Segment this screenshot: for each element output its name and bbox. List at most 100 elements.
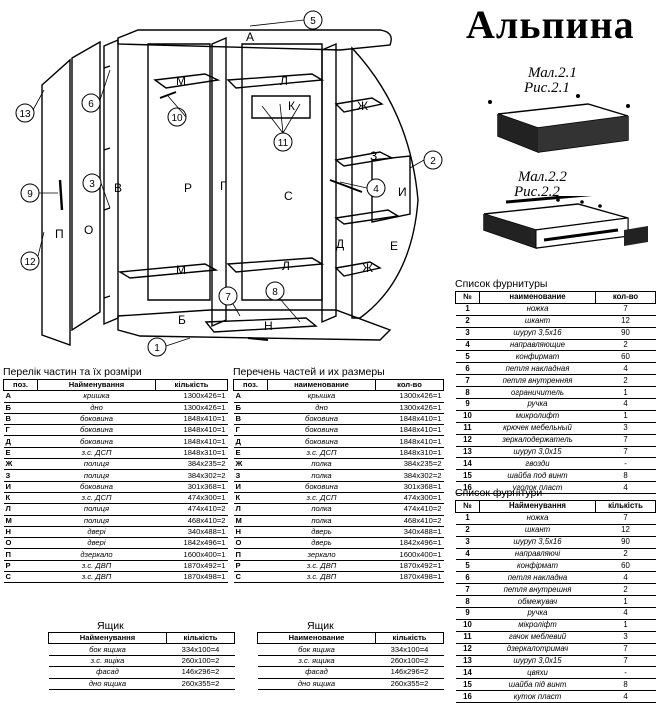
hardware-ua-row-cell: 14 <box>455 666 480 680</box>
drawer-ru-row-cell: фасад <box>257 666 376 679</box>
parts-ru-row-cell: з.с. ДВП <box>267 571 376 584</box>
part-letter-l-2: Л <box>282 259 290 273</box>
parts-ua-row-cell: Ж <box>3 458 38 471</box>
hardware-ua-row-cell: 5 <box>455 559 480 573</box>
callout-5: 5 <box>310 16 316 27</box>
parts-ua-row-cell: М <box>3 515 38 527</box>
hardware-ru-row-cell: направляющие <box>479 339 596 352</box>
part-letter-z: З <box>370 149 377 163</box>
hardware-ua-row-cell: ручка <box>479 607 596 620</box>
part-letter-a: А <box>246 30 254 44</box>
parts-ru-row-cell: з.с. ДСП <box>267 492 376 505</box>
hardware-ua-title: Список фурнітури <box>455 487 543 499</box>
drawer-ru-row-cell: 260х355=2 <box>375 678 444 690</box>
parts-ru-row-cell: полка <box>267 503 376 516</box>
parts-ua-row-cell: полиця <box>37 503 156 516</box>
hardware-ru-row-cell: 2 <box>455 315 480 328</box>
parts-ua-row-cell: П <box>3 548 38 561</box>
hardware-ua-row-cell: направляючі <box>479 548 596 561</box>
parts-ru-row-cell: боковина <box>267 481 376 493</box>
hardware-ua-row-cell: 4 <box>595 571 656 585</box>
hardware-ru-row-cell: зеркалодержатель <box>479 434 596 447</box>
callout-4: 4 <box>373 184 379 195</box>
parts-ru-row-cell: К <box>233 492 268 505</box>
hardware-ua-row-cell: конфірмат <box>479 559 596 573</box>
part-letter-m: М <box>176 74 186 88</box>
parts-ua-row-cell: А <box>3 390 38 403</box>
parts-ua-row-cell: 1600х400=1 <box>155 548 228 561</box>
hardware-ua-row-cell: 2 <box>595 548 656 561</box>
parts-ua-row-cell: боковина <box>37 424 156 437</box>
parts-ua-row-cell: З <box>3 469 38 482</box>
hardware-ru-row-cell: 1 <box>595 410 656 423</box>
callout-2: 2 <box>430 156 436 167</box>
hardware-ru-row-cell: ножка <box>479 303 596 316</box>
hardware-ru-row-cell: шкант <box>479 315 596 328</box>
hardware-ua-row-cell: 4 <box>455 548 480 561</box>
hardware-ru-row-cell: 13 <box>455 446 480 459</box>
parts-ua-row-cell: Е <box>3 447 38 460</box>
hardware-ua-row-cell: 12 <box>595 524 656 537</box>
hardware-ru-row-cell: 12 <box>455 434 480 447</box>
parts-ru-row-cell: зеркало <box>267 548 376 561</box>
drawer-diagram-2 <box>483 196 648 249</box>
parts-ru-row-cell: 474х410=2 <box>375 503 444 516</box>
hardware-ua-row-cell: 16 <box>455 690 480 703</box>
hardware-ru-row-cell: 6 <box>455 362 480 376</box>
drawer-ua-title: Ящик <box>97 620 124 632</box>
parts-ru-row-cell: дно <box>267 402 376 414</box>
parts-ua-row-cell: Л <box>3 503 38 516</box>
hardware-ru-row-cell: 14 <box>455 457 480 471</box>
hardware-ru-row-cell: 11 <box>455 422 480 435</box>
hardware-ru-row-cell: 2 <box>595 374 656 388</box>
part-letter-b: Б <box>178 313 186 327</box>
hardware-ua-row-cell: 4 <box>595 607 656 620</box>
drawer-ua-row-cell: фасад <box>48 666 167 679</box>
callout-3: 3 <box>89 179 95 190</box>
parts-ua-row-cell: з.с. ДВП <box>37 560 156 573</box>
parts-ru-row-cell: З <box>233 469 268 482</box>
parts-ru-row-cell: боковина <box>267 424 376 437</box>
drawer-ru-row-cell: 260х100=2 <box>375 655 444 668</box>
part-letter-m-2: М <box>176 263 186 277</box>
hardware-ru-row-cell: 12 <box>595 315 656 328</box>
parts-ru-row-cell: 384х302=2 <box>375 469 444 482</box>
hardware-ua-row-cell: 15 <box>455 678 480 692</box>
parts-ru-row-cell: В <box>233 413 268 426</box>
parts-ru-row-cell: Б <box>233 402 268 414</box>
drawer-ru-row-cell: дно ящика <box>257 678 376 690</box>
parts-ru-row-cell: полка <box>267 515 376 527</box>
hardware-ru-title: Список фурнитуры <box>455 278 548 290</box>
part-letter-o: О <box>84 223 93 237</box>
hardware-ru-row-cell: 7 <box>595 434 656 447</box>
parts-ru-row-cell: 1870х492=1 <box>375 560 444 573</box>
part-letter-l: Л <box>280 74 288 88</box>
parts-ru-row-cell: 1300х426=1 <box>375 402 444 414</box>
hardware-ua-row-cell: шкант <box>479 524 596 537</box>
parts-ua-row-cell: боковина <box>37 435 156 448</box>
parts-ua-row-cell: полиця <box>37 458 156 471</box>
part-letter-k: К <box>288 99 295 113</box>
